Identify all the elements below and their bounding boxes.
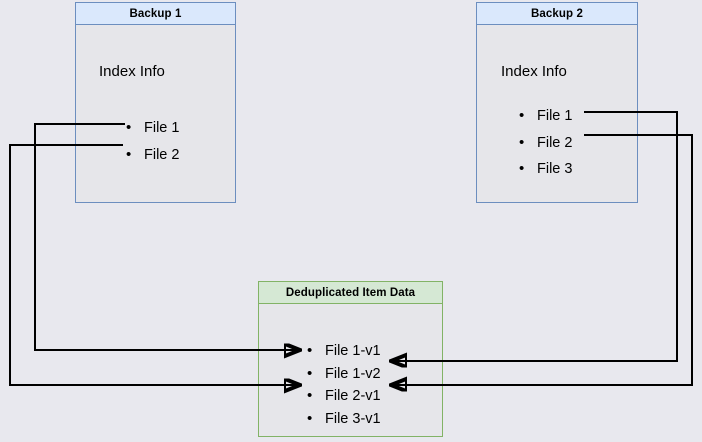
backup-2-file-item[interactable]: File 1 <box>519 108 572 124</box>
dedup-header: Deduplicated Item Data <box>259 282 442 304</box>
backup-1-index-label: Index Info <box>99 63 165 80</box>
backup-1-file-item[interactable]: File 2 <box>126 147 179 163</box>
backup-2-index-label: Index Info <box>501 63 567 80</box>
backup-1-file-item[interactable]: File 1 <box>126 120 179 136</box>
dedup-item-list: File 1-v1 File 1-v2 File 2-v1 File 3-v1 <box>307 343 381 427</box>
deduplicated-item-data-box[interactable]: Deduplicated Item Data File 1-v1 File 1-… <box>258 281 443 437</box>
backup-1-header: Backup 1 <box>76 3 235 25</box>
backup-2-header: Backup 2 <box>477 3 637 25</box>
backup-2-file-item[interactable]: File 2 <box>519 135 572 151</box>
dedup-item[interactable]: File 3-v1 <box>307 411 381 427</box>
backup-2-box[interactable]: Backup 2 Index Info File 1 File 2 File 3 <box>476 2 638 203</box>
dedup-item[interactable]: File 2-v1 <box>307 388 381 404</box>
backup-2-file-item[interactable]: File 3 <box>519 161 572 177</box>
backup-1-box[interactable]: Backup 1 Index Info File 1 File 2 <box>75 2 236 203</box>
dedup-item[interactable]: File 1-v2 <box>307 366 381 382</box>
backup-2-file-list: File 1 File 2 File 3 <box>519 108 572 177</box>
backup-1-file-list: File 1 File 2 <box>126 120 179 163</box>
dedup-item[interactable]: File 1-v1 <box>307 343 381 359</box>
